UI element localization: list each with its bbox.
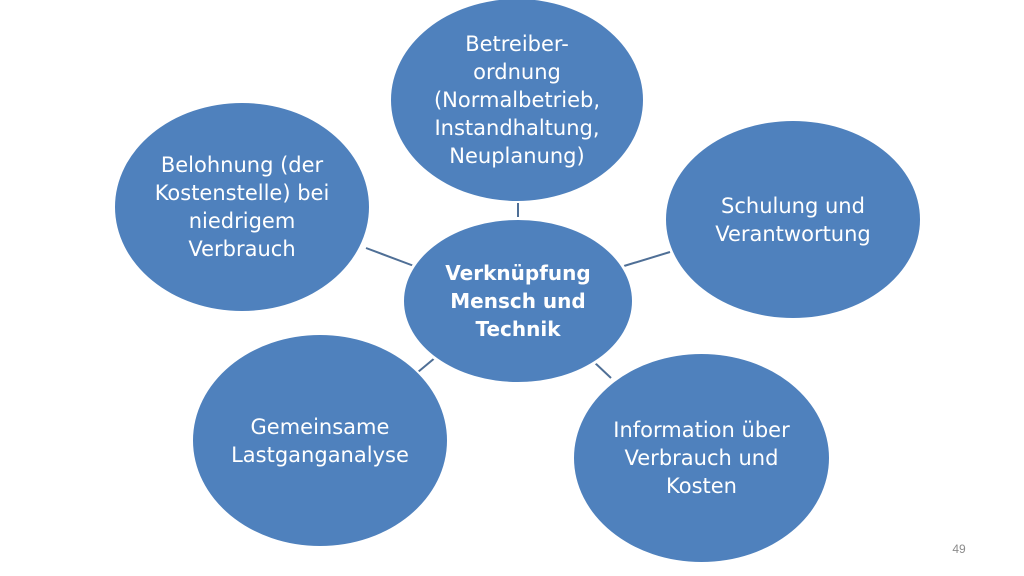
node-belohnung: Belohnung (der Kostenstelle) bei niedrig… bbox=[113, 101, 371, 313]
node-center: Verknüpfung Mensch und Technik bbox=[401, 217, 635, 385]
node-lastganganalyse: Gemeinsame Lastganganalyse bbox=[191, 333, 449, 548]
node-information-label: Information über Verbrauch und Kosten bbox=[613, 418, 790, 498]
node-betreiberordnung: Betreiber- ordnung (Normalbetrieb, Insta… bbox=[389, 0, 645, 203]
node-betreiberordnung-label: Betreiber- ordnung (Normalbetrieb, Insta… bbox=[433, 32, 601, 168]
node-information: Information über Verbrauch und Kosten bbox=[572, 352, 831, 564]
node-schulung: Schulung und Verantwortung bbox=[664, 119, 922, 320]
page-number: 49 bbox=[952, 542, 966, 556]
node-schulung-label: Schulung und Verantwortung bbox=[715, 193, 871, 246]
connector-right bbox=[623, 251, 671, 267]
node-lastganganalyse-label: Gemeinsame Lastganganalyse bbox=[231, 414, 409, 467]
connector-bottom-left bbox=[417, 356, 437, 373]
connector-left bbox=[365, 247, 415, 267]
connector-bottom-right bbox=[593, 361, 612, 379]
node-center-label: Verknüpfung Mensch und Technik bbox=[445, 261, 591, 341]
node-belohnung-label: Belohnung (der Kostenstelle) bei niedrig… bbox=[154, 153, 330, 261]
